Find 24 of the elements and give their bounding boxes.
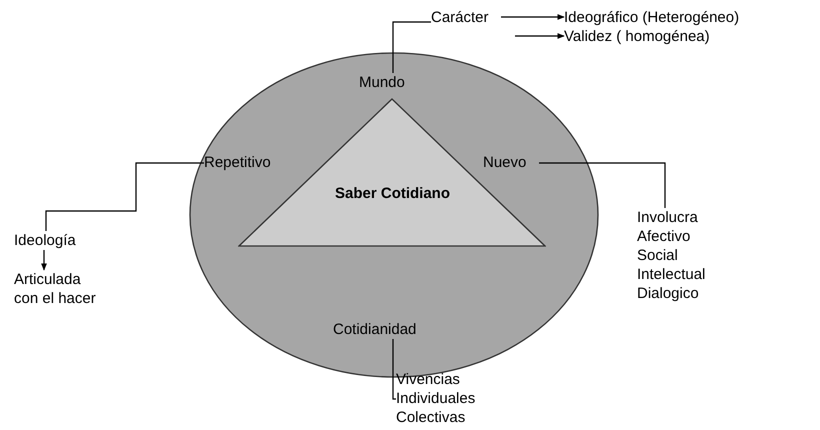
arrow bbox=[515, 33, 565, 39]
arrow bbox=[41, 250, 47, 271]
center-label: Saber Cotidiano bbox=[335, 184, 450, 203]
annotation-text: Carácter bbox=[431, 8, 501, 27]
annotation-text: Ideográfico (Heterogéneo) bbox=[564, 8, 814, 27]
vertex-label: Mundo bbox=[359, 73, 427, 92]
vertex-label: Cotidianidad bbox=[333, 320, 457, 339]
vertex-label: Repetitivo bbox=[204, 153, 302, 172]
list-item: Individuales bbox=[396, 389, 476, 408]
list-item: Colectivas bbox=[396, 408, 466, 427]
list-item: Social bbox=[637, 246, 679, 265]
list-item: Intelectual bbox=[637, 265, 706, 284]
vertex-label: Nuevo bbox=[483, 153, 539, 172]
annotation-text: Articulada con el hacer bbox=[14, 270, 96, 308]
leader-line bbox=[539, 162, 666, 208]
annotation-text: Ideología bbox=[14, 231, 80, 250]
list-item: Afectivo bbox=[637, 227, 692, 246]
arrow bbox=[501, 14, 565, 20]
leader-line bbox=[392, 21, 431, 73]
annotation-text: Validez ( homogénea) bbox=[564, 27, 764, 46]
leader-line bbox=[392, 339, 396, 400]
list-item: Involucra bbox=[637, 208, 699, 227]
list-item: Dialogico bbox=[637, 284, 700, 303]
list-item: Vivencias bbox=[396, 370, 461, 389]
